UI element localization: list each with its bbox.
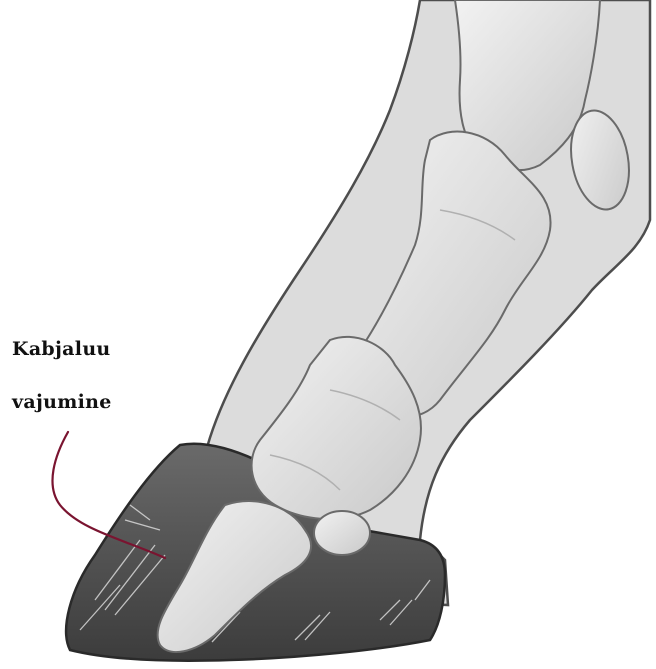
annotation-label-line-2: vajumine (12, 391, 112, 413)
navicular-bone (314, 511, 370, 555)
annotation-label-line-1: Kabjaluu (12, 338, 111, 360)
